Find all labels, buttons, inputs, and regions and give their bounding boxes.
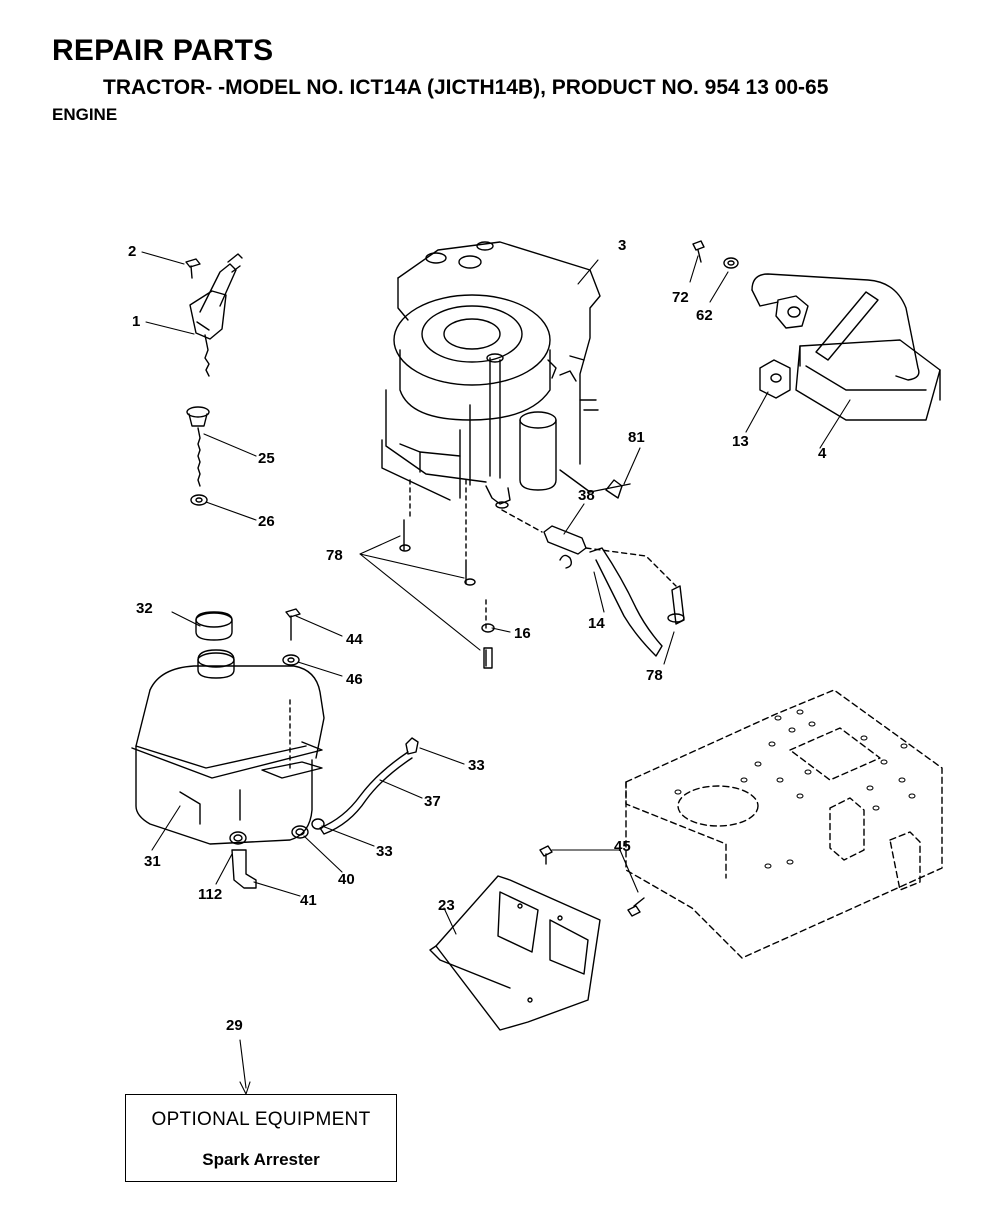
callout-72: 72: [672, 289, 689, 306]
callout-labels: 2 1 25 26 3 72 62 13 4 81 38 14 78 16 78…: [128, 237, 827, 1034]
callout-25: 25: [258, 450, 275, 467]
callout-23: 23: [438, 897, 455, 914]
callout-29: 29: [226, 1017, 243, 1034]
model-subtitle: TRACTOR- -MODEL NO. ICT14A (JICTH14B), P…: [103, 76, 829, 99]
callout-2: 2: [128, 243, 136, 260]
callout-37: 37: [424, 793, 441, 810]
callout-81: 81: [628, 429, 645, 446]
callout-13: 13: [732, 433, 749, 450]
leader-lines: [141, 251, 851, 1095]
callout-78-right: 78: [646, 667, 663, 684]
fuel-line-guide: [501, 509, 677, 587]
tank-screw-part: [282, 608, 301, 666]
callout-62: 62: [696, 307, 713, 324]
callout-26: 26: [258, 513, 275, 530]
throttle-control-part: [185, 253, 243, 377]
callout-4: 4: [818, 445, 827, 462]
fuel-tank-part: [131, 611, 325, 845]
page-title: REPAIR PARTS: [52, 34, 274, 67]
cable-knob-part: [186, 406, 210, 506]
callout-41: 41: [300, 892, 317, 909]
optional-equipment-box: OPTIONAL EQUIPMENT Spark Arrester: [125, 1094, 397, 1182]
callout-16: 16: [514, 625, 531, 642]
engine-part: [381, 241, 631, 509]
tractor-frame-outline: [625, 689, 943, 959]
callout-44: 44: [346, 631, 363, 648]
frame-holes: [674, 709, 916, 869]
callout-78-left: 78: [326, 547, 343, 564]
fuel-hose-part: [229, 737, 419, 889]
callout-40: 40: [338, 871, 355, 888]
callout-32: 32: [136, 600, 153, 617]
callout-3: 3: [618, 237, 626, 254]
optional-equipment-title: OPTIONAL EQUIPMENT: [151, 1109, 371, 1130]
callout-14: 14: [588, 615, 605, 632]
callout-33-upper: 33: [468, 757, 485, 774]
callout-33-lower: 33: [376, 843, 393, 860]
callout-31: 31: [144, 853, 161, 870]
muffler-part: [692, 240, 941, 421]
callout-46: 46: [346, 671, 363, 688]
callout-45: 45: [614, 838, 631, 855]
callout-112: 112: [198, 886, 222, 903]
fuel-filter-part: [399, 479, 685, 669]
callout-38: 38: [578, 487, 595, 504]
optional-equipment-item: Spark Arrester: [202, 1150, 320, 1169]
bolt-guide: [409, 479, 487, 629]
callout-1: 1: [132, 313, 140, 330]
heat-shield-part: [429, 845, 645, 1031]
section-heading: ENGINE: [52, 105, 118, 124]
